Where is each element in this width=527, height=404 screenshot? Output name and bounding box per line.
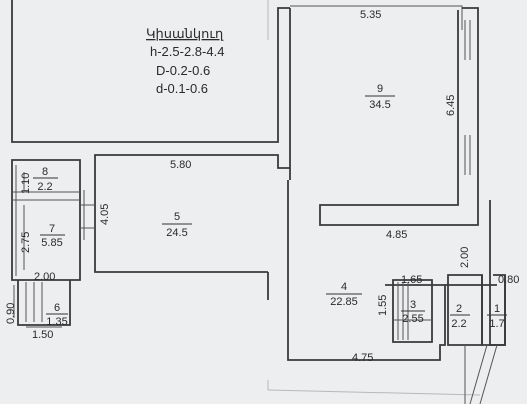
room-9-number: 9 <box>377 83 383 95</box>
room-5-area: 24.5 <box>166 227 187 239</box>
room-9-area: 34.5 <box>369 99 390 111</box>
legend-diameter-major: D-0.2-0.6 <box>156 63 210 78</box>
dim-4-05: 4.05 <box>99 204 111 225</box>
room-6-label: 6 1.35 <box>46 302 68 328</box>
room-5-number: 5 <box>174 211 180 223</box>
legend-title: Կիսանկուղ <box>146 26 224 41</box>
dim-2-75: 2.75 <box>20 232 32 253</box>
room-6-number: 6 <box>54 302 60 314</box>
legend: Կիսանկուղ h-2.5-2.8-4.4 D-0.2-0.6 d-0.1-… <box>146 26 224 96</box>
dim-1-55: 1.55 <box>377 295 389 316</box>
dimension-lines <box>13 172 85 328</box>
dim-4-75: 4.75 <box>352 352 373 364</box>
room-7-area: 5.85 <box>41 237 62 249</box>
room-2-label: 2 2.2 <box>450 303 470 330</box>
room-8-area: 2.2 <box>37 181 52 193</box>
room-8-number: 8 <box>42 166 48 178</box>
room-7-label: 7 5.85 <box>40 223 65 249</box>
dim-0-80: 0.80 <box>498 274 519 286</box>
room-7-number: 7 <box>49 223 55 235</box>
room-3-area: 2.55 <box>402 313 423 325</box>
dim-2-00-left: 2.00 <box>34 271 55 283</box>
room-2-number: 2 <box>456 303 462 315</box>
dim-5-35: 5.35 <box>360 9 381 21</box>
dimension-labels: 5.35 6.45 5.80 4.05 4.85 2.00 0.80 1.65 … <box>5 9 519 364</box>
room-1-number: 1 <box>494 303 500 315</box>
dim-6-45: 6.45 <box>445 95 457 116</box>
dim-1-10: 1.10 <box>20 173 32 194</box>
dim-5-80: 5.80 <box>170 159 191 171</box>
room-1-area: 1.7 <box>489 318 504 330</box>
dim-4-85: 4.85 <box>386 229 407 241</box>
room-8-label: 8 2.2 <box>33 166 58 193</box>
legend-height: h-2.5-2.8-4.4 <box>150 44 224 59</box>
room-2-area: 2.2 <box>451 318 466 330</box>
drafting-frame <box>267 0 481 396</box>
room-6-area: 1.35 <box>46 316 67 328</box>
room-1-label: 1 1.7 <box>487 303 507 330</box>
room-3-label: 3 2.55 <box>401 299 425 325</box>
dim-2-00-right: 2.00 <box>459 247 471 268</box>
legend-diameter-minor: d-0.1-0.6 <box>156 81 208 96</box>
room-3-number: 3 <box>410 299 416 311</box>
room-9-label: 9 34.5 <box>365 83 395 111</box>
dim-1-50: 1.50 <box>32 329 53 341</box>
dim-0-90: 0.90 <box>5 303 17 324</box>
room-5-label: 5 24.5 <box>162 211 192 239</box>
room-4-number: 4 <box>341 281 347 293</box>
room-4-area: 22.85 <box>330 296 358 308</box>
dim-1-65: 1.65 <box>401 274 422 286</box>
room-4-label: 4 22.85 <box>326 281 362 308</box>
exterior-walls <box>11 0 506 404</box>
